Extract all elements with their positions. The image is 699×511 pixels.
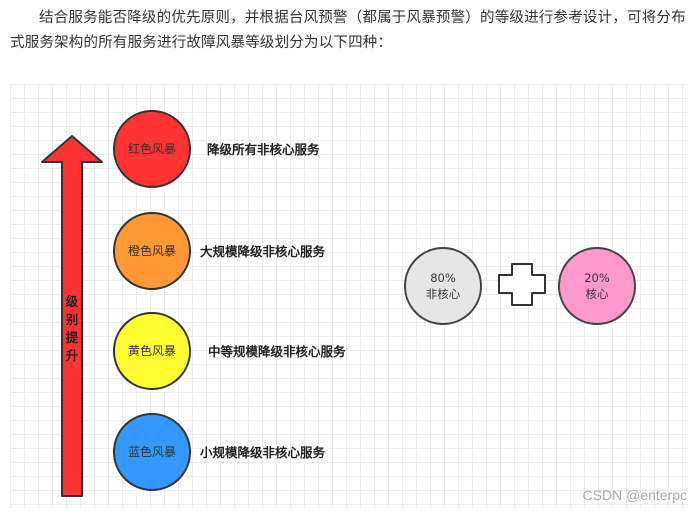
level-up-arrow xyxy=(41,135,103,497)
core-circle xyxy=(558,247,636,325)
blue-storm-desc: 小规模降级非核心服务 xyxy=(199,445,326,460)
red-storm-label: 红色风暴 xyxy=(128,141,176,156)
yellow-storm-desc: 中等规模降级非核心服务 xyxy=(208,344,346,359)
orange-storm-label: 橙色风暴 xyxy=(128,243,176,258)
red-storm-desc: 降级所有非核心服务 xyxy=(207,142,320,157)
intro-paragraph: 结合服务能否降级的优先原则，并根据台风预警（都属于风暴预警）的等级进行参考设计，… xyxy=(10,10,686,51)
blue-storm-circle xyxy=(113,413,191,491)
arrow-label-char: 别 xyxy=(65,312,79,327)
red-storm-circle xyxy=(113,110,191,188)
watermark: CSDN @enterpc xyxy=(582,487,687,503)
yellow-storm-label: 黄色风暴 xyxy=(128,344,176,358)
arrow-label-char: 升 xyxy=(66,348,79,363)
orange-storm-desc: 大规模降级非核心服务 xyxy=(200,244,326,259)
non-core-circle xyxy=(404,247,482,325)
yellow-storm-circle xyxy=(113,312,191,390)
diagram-canvas: 级 别 提 升 红色风暴 降级所有非核心服务 橙色风暴 大规模降级非核心服务 黄… xyxy=(10,84,688,508)
arrow-label-char: 提 xyxy=(66,330,79,345)
non-core-label: 非核心 xyxy=(426,287,461,301)
plus-icon xyxy=(498,263,546,306)
non-core-percent: 80% xyxy=(430,271,456,285)
core-label: 核心 xyxy=(586,287,609,301)
diagram-svg: 级 别 提 升 红色风暴 降级所有非核心服务 橙色风暴 大规模降级非核心服务 黄… xyxy=(41,110,636,497)
orange-storm-circle xyxy=(113,212,191,290)
core-percent: 20% xyxy=(584,271,610,285)
arrow-label-char: 级 xyxy=(66,294,79,309)
blue-storm-label: 蓝色风暴 xyxy=(128,445,176,459)
